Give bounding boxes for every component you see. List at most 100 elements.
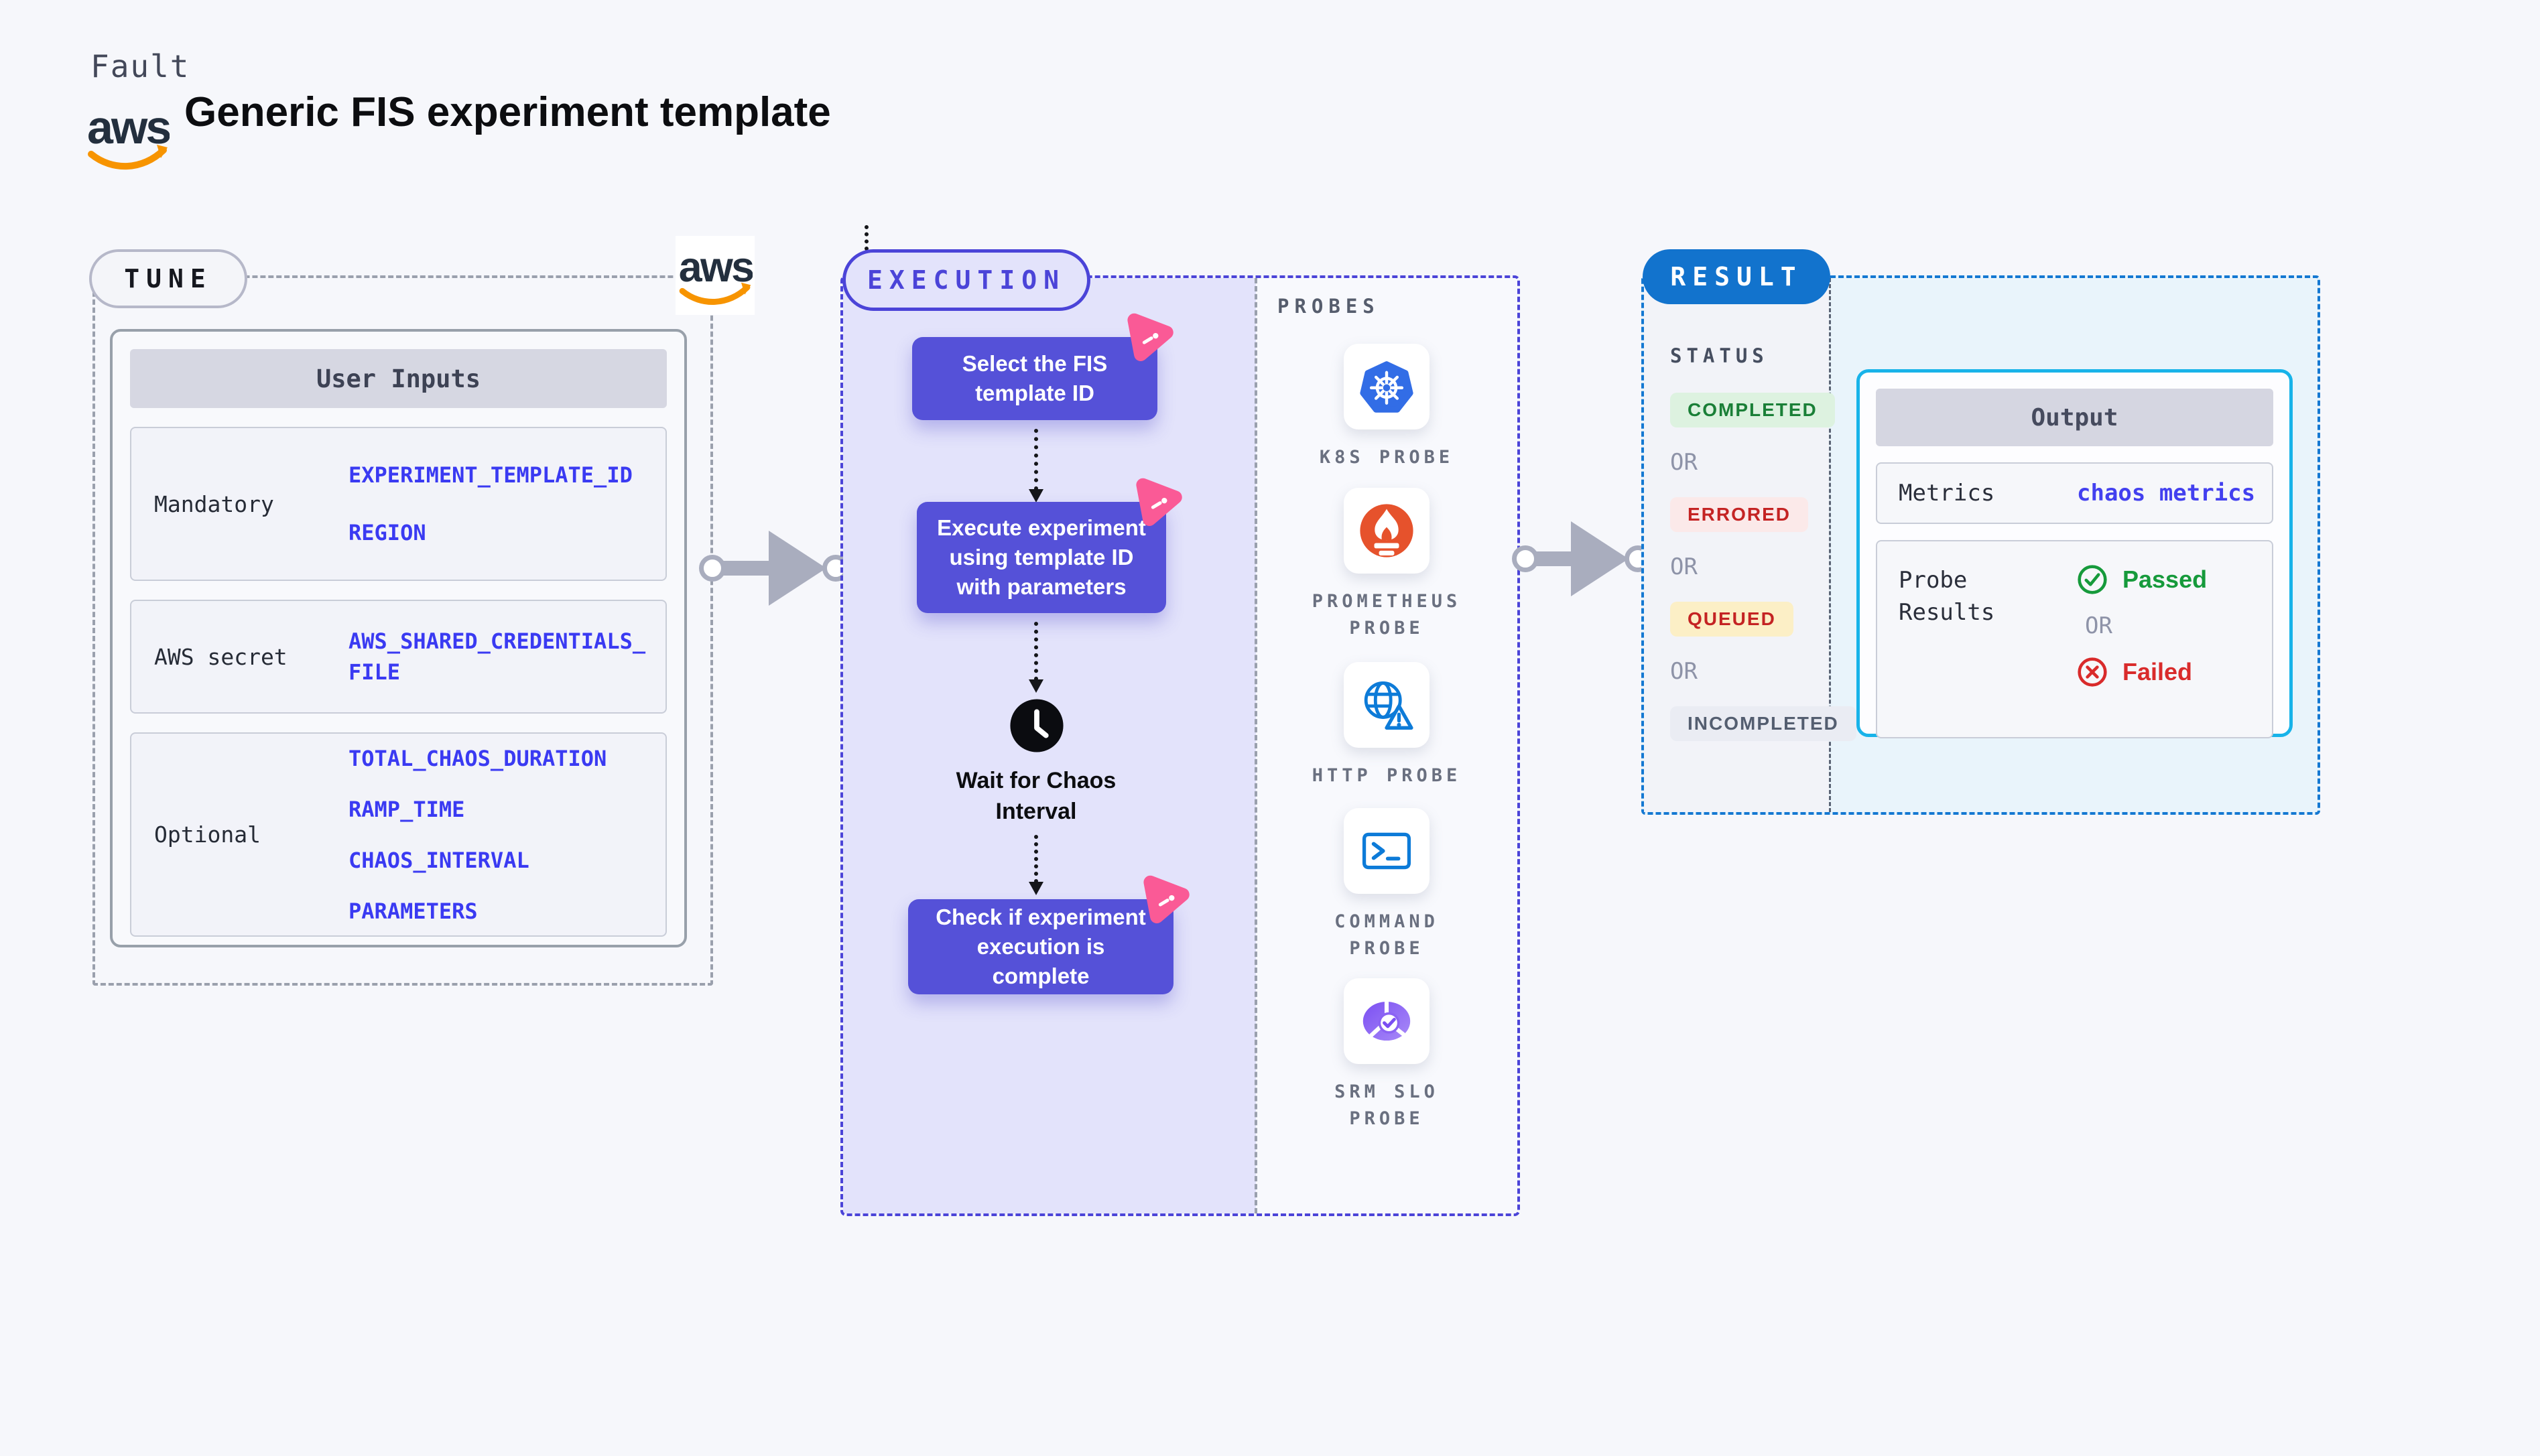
or-separator: OR	[1670, 449, 1698, 476]
step-select-template: Select the FIS template ID	[912, 313, 1173, 420]
probes-title: PROBES	[1277, 295, 1380, 318]
output-header: Output	[1876, 389, 2273, 446]
probe-results-values: Passed OR Failed	[2077, 564, 2207, 687]
aws-smile-arrow-icon	[157, 145, 168, 158]
kubernetes-icon	[1360, 361, 1413, 413]
or-separator: OR	[1670, 553, 1698, 580]
row-label: AWS secret	[154, 643, 288, 670]
probe-label: COMMAND PROBE	[1334, 911, 1439, 959]
chaos-experiment-icon	[1127, 313, 1173, 361]
arrow-head	[1571, 521, 1629, 596]
chaos-experiment-icon	[1136, 478, 1182, 526]
tune-to-execution-arrow-icon	[699, 531, 849, 606]
row-label: Optional	[154, 821, 261, 848]
or-separator: OR	[1670, 658, 1698, 685]
execution-probes-divider	[1255, 278, 1257, 1213]
row-label: Probe Results	[1899, 567, 1995, 626]
execution-badge: EXECUTION	[842, 249, 1090, 311]
user-inputs-header: User Inputs	[130, 349, 667, 408]
chaos-experiment-icon	[1143, 875, 1190, 923]
prometheus-icon	[1360, 504, 1413, 557]
row-label: Metrics	[1899, 480, 1995, 507]
input-variable: CHAOS_INTERVAL	[348, 847, 529, 873]
arrow-head	[769, 531, 826, 606]
output-table: Output Metrics chaos metrics Probe Resul…	[1856, 369, 2293, 738]
status-badge-errored: ERRORED	[1670, 497, 1809, 532]
probe-http: HTTP PROBE	[1299, 662, 1474, 789]
passed-label: Passed	[2122, 566, 2208, 593]
probe-label: HTTP PROBE	[1312, 765, 1462, 786]
arrow-start-ring	[699, 555, 726, 582]
step-wait-interval: Wait for Chaos Interval	[956, 768, 1117, 824]
aws-smile-icon	[679, 284, 751, 305]
aws-smile-arrow-icon	[741, 282, 751, 295]
row-values: EXPERIMENT_TEMPLATE_ID REGION	[348, 460, 645, 548]
row-values: TOTAL_CHAOS_DURATION RAMP_TIME CHAOS_INT…	[348, 743, 645, 927]
failed-result: Failed	[2077, 657, 2207, 687]
row-values: AWS_SHARED_CREDENTIALS_FILE	[348, 626, 645, 687]
flow-arrow-down-icon	[1029, 429, 1043, 503]
table-row-mandatory: Mandatory EXPERIMENT_TEMPLATE_ID REGION	[130, 427, 667, 581]
table-row-aws-secret: AWS secret AWS_SHARED_CREDENTIALS_FILE	[130, 600, 667, 714]
output-row-probe-results: Probe Results Passed OR Faile	[1876, 540, 2273, 738]
input-variable: RAMP_TIME	[348, 796, 465, 822]
input-variable: PARAMETERS	[348, 898, 478, 924]
status-title: STATUS	[1670, 344, 1769, 367]
flow-arrow-down-icon	[1029, 835, 1043, 895]
http-globe-warning-icon	[1364, 681, 1413, 730]
tune-section	[92, 275, 713, 986]
aws-logo-word: aws	[679, 244, 753, 291]
arrow-start-ring	[1512, 545, 1539, 572]
brand-name: Fault	[90, 48, 190, 84]
probe-label: SRM SLO PROBE	[1334, 1081, 1439, 1129]
terminal-icon	[1362, 832, 1411, 870]
tune-badge: TUNE	[89, 249, 247, 308]
execution-connector-dotted-line	[865, 225, 869, 251]
or-separator: OR	[2085, 612, 2112, 639]
arrow-shaft	[723, 561, 771, 576]
probe-label: K8S PROBE	[1319, 447, 1454, 468]
probe-card	[1344, 662, 1430, 748]
x-circle-icon	[2078, 657, 2107, 687]
probe-card	[1344, 808, 1430, 894]
input-variable: TOTAL_CHAOS_DURATION	[348, 745, 607, 771]
status-badge-queued: QUEUED	[1670, 602, 1793, 637]
step-execute-experiment: Execute experiment using template ID wit…	[917, 478, 1182, 613]
probe-k8s: K8S PROBE	[1299, 344, 1474, 471]
input-variable: EXPERIMENT_TEMPLATE_ID	[348, 462, 633, 488]
table-row-optional: Optional TOTAL_CHAOS_DURATION RAMP_TIME …	[130, 732, 667, 937]
aws-logo: aws	[679, 244, 753, 305]
aws-smile-icon	[88, 147, 167, 170]
arrow-shaft	[1536, 551, 1574, 566]
probe-srm-slo: SRM SLO PROBE	[1299, 978, 1474, 1132]
execution-to-result-arrow-icon	[1512, 521, 1651, 596]
status-list: COMPLETED OR ERRORED OR QUEUED OR INCOMP…	[1670, 393, 1856, 741]
status-badge-incompleted: INCOMPLETED	[1670, 706, 1856, 741]
step-label: Execute experiment using template ID wit…	[937, 515, 1146, 599]
flow-arrow-down-icon	[1029, 622, 1043, 693]
user-inputs-table: User Inputs Mandatory EXPERIMENT_TEMPLAT…	[110, 329, 687, 947]
page-title: Generic FIS experiment template	[184, 89, 831, 135]
output-row-metrics: Metrics chaos metrics	[1876, 462, 2273, 524]
status-badge-completed: COMPLETED	[1670, 393, 1835, 427]
result-badge: RESULT	[1643, 249, 1830, 304]
input-variable: REGION	[348, 520, 426, 545]
probe-card	[1344, 344, 1430, 429]
passed-result: Passed	[2077, 564, 2207, 595]
check-circle-icon	[2078, 565, 2107, 594]
step-check-complete: Check if experiment execution is complet…	[908, 875, 1190, 994]
step-label: Check if experiment execution is complet…	[936, 905, 1146, 988]
probe-card	[1344, 488, 1430, 574]
aws-logo: aws	[87, 101, 170, 170]
result-divider	[1829, 278, 1831, 812]
metrics-value: chaos metrics	[2077, 480, 2256, 507]
slo-check-icon	[1362, 999, 1411, 1041]
failed-label: Failed	[2122, 658, 2193, 685]
step-label: Select the FIS template ID	[962, 351, 1108, 405]
row-label: Mandatory	[154, 490, 274, 517]
execution-section	[840, 275, 1520, 1216]
clock-icon	[1010, 699, 1064, 752]
input-variable: AWS_SHARED_CREDENTIALS_FILE	[348, 628, 646, 685]
probe-prometheus: PROMETHEUS PROBE	[1299, 488, 1474, 642]
